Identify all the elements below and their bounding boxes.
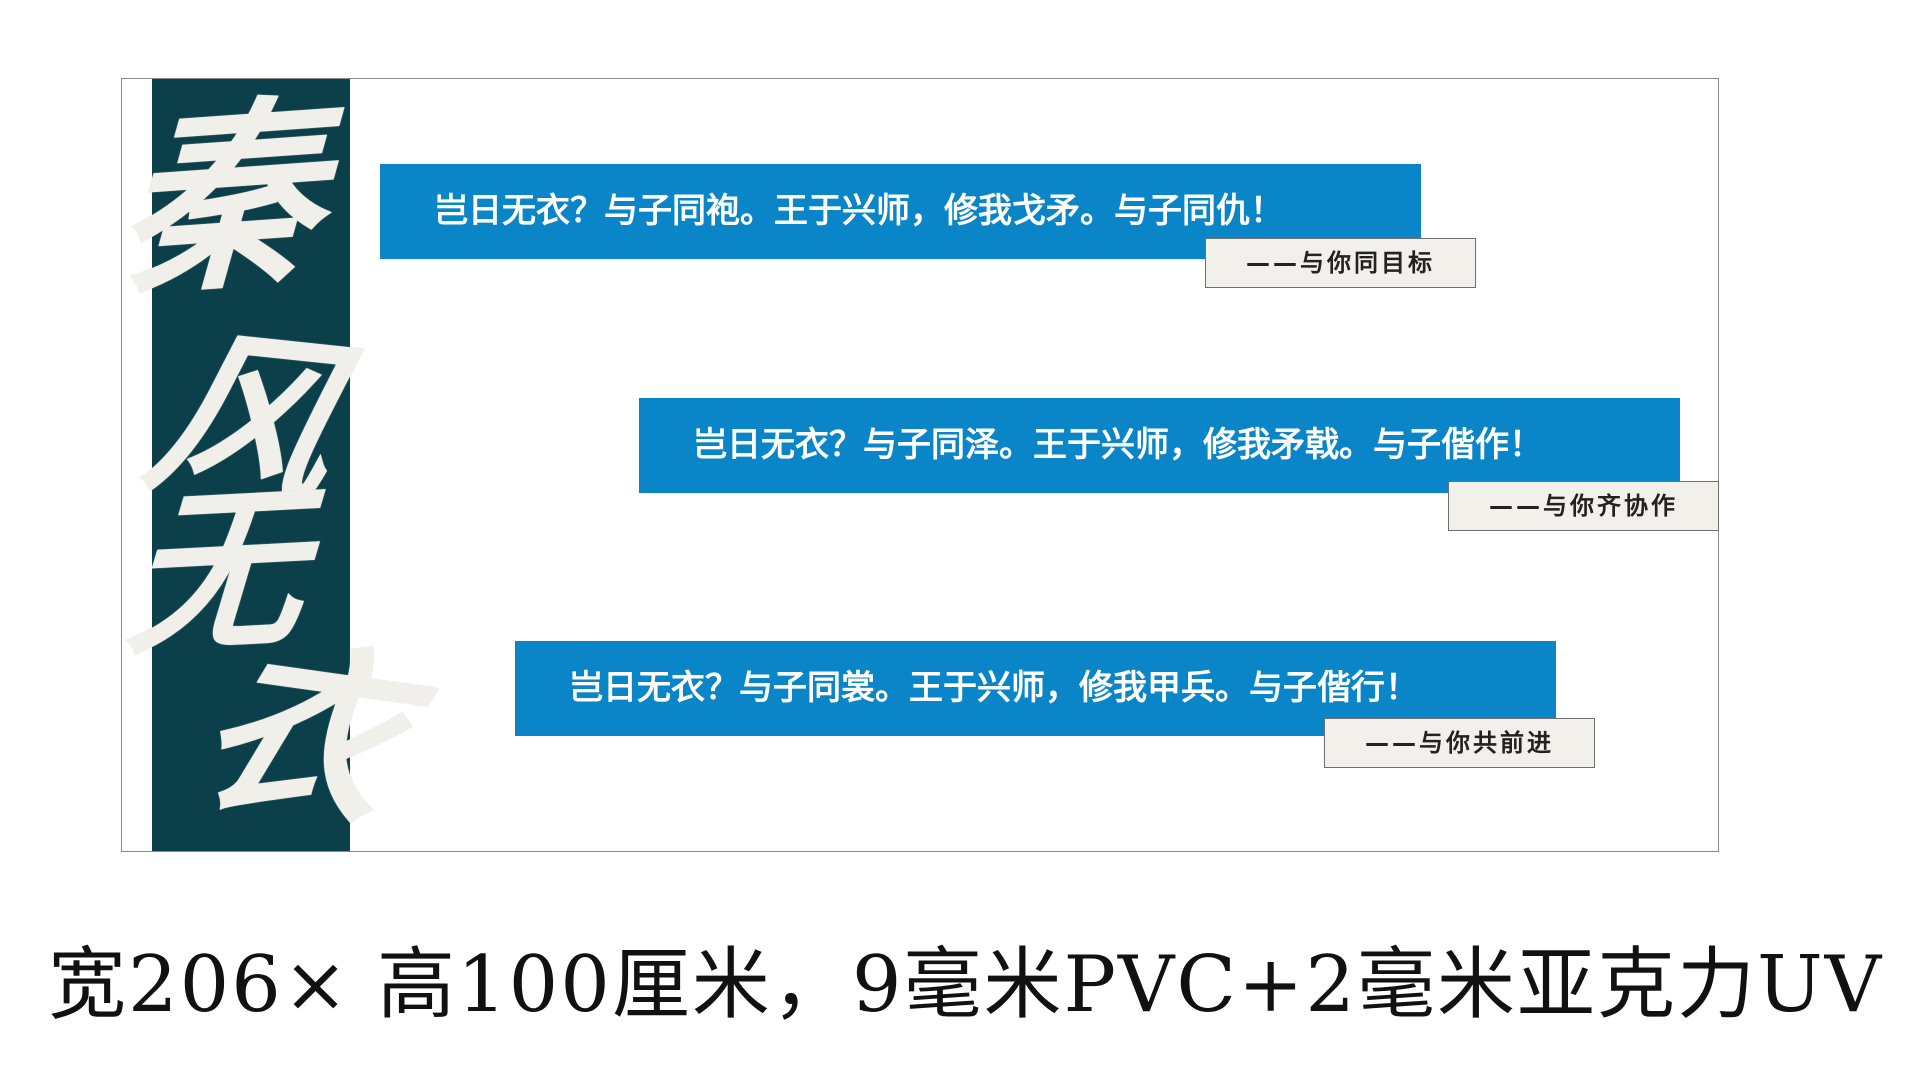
slogan-tag-1: ——与你同目标 bbox=[1205, 238, 1476, 288]
poem-banner-2: 岂日无衣？与子同泽。王于兴师，修我矛戟。与子偕作！ bbox=[639, 398, 1680, 493]
slogan-tag-2: ——与你齐协作 bbox=[1448, 481, 1719, 531]
slogan-tag-3: ——与你共前进 bbox=[1324, 718, 1595, 768]
spec-caption: 宽206× 高100厘米，9毫米PVC+2毫米亚克力UV bbox=[48, 940, 1884, 1030]
title-char-qin: 秦 bbox=[116, 74, 324, 325]
side-band bbox=[152, 79, 350, 851]
